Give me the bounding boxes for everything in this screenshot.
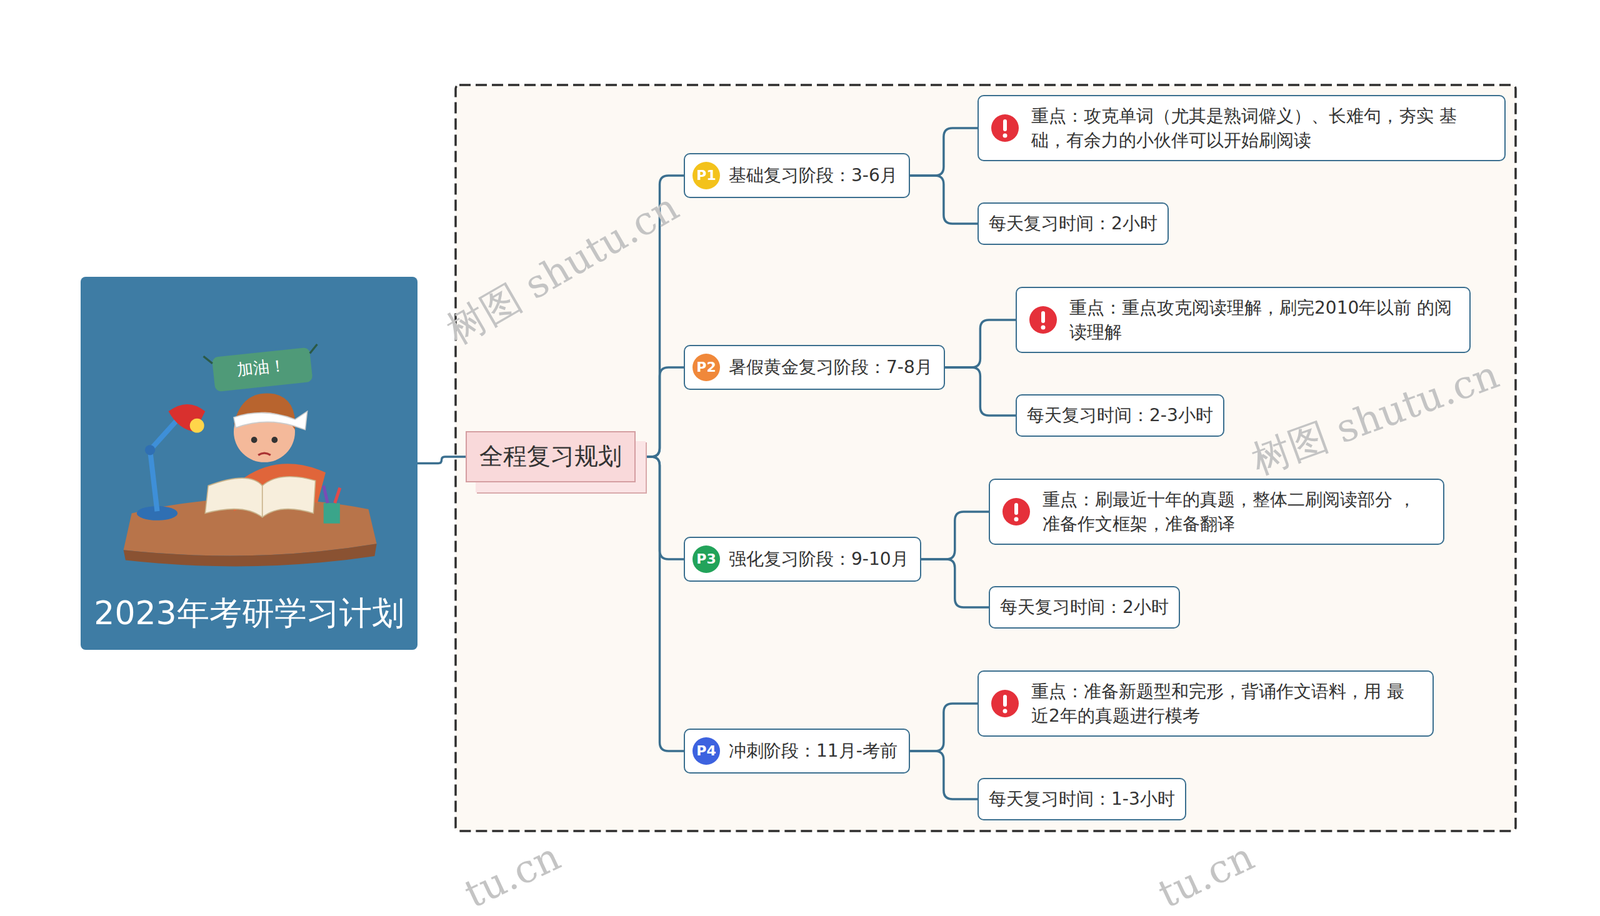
branch-connector bbox=[910, 751, 978, 800]
time-text: 每天复习时间：1-3小时 bbox=[988, 788, 1175, 810]
focus-box: 重点：攻克单词（尤其是熟词僻义）、长难句，夯实 基础，有余力的小伙伴可以开始刷阅… bbox=[977, 95, 1506, 162]
branch-connector bbox=[945, 367, 1016, 416]
time-text: 每天复习时间：2小时 bbox=[988, 213, 1158, 234]
watermark: 树图 shutu.cn bbox=[436, 181, 688, 357]
topic-box: 全程复习规划 bbox=[465, 431, 636, 482]
phase-box: P2 暑假黄金复习阶段：7-8月 bbox=[683, 345, 945, 390]
priority-badge: P2 bbox=[692, 353, 720, 382]
alert-icon bbox=[990, 688, 1020, 719]
branch-connector bbox=[921, 559, 989, 608]
phase-text: 暑假黄金复习阶段：7-8月 bbox=[728, 355, 933, 380]
phase-box: P3 强化复习阶段：9-10月 bbox=[683, 536, 922, 582]
phase-text: 强化复习阶段：9-10月 bbox=[728, 546, 909, 572]
root-panel: 2023年考研学习计划 加油！ bbox=[80, 276, 418, 650]
alert-icon bbox=[1028, 305, 1059, 335]
priority-badge: P4 bbox=[692, 737, 720, 765]
focus-text: 重点：准备新题型和完形，背诵作文语料，用 最近2年的真题进行模考 bbox=[1031, 679, 1419, 729]
alert-icon bbox=[1001, 496, 1032, 527]
watermark: 树图 shutu.cn bbox=[1244, 348, 1506, 487]
focus-text: 重点：刷最近十年的真题，整体二刷阅读部分 ，准备作文框架，准备翻译 bbox=[1042, 487, 1430, 537]
phase-box: P4 冲刺阶段：11月-考前 bbox=[683, 728, 910, 774]
focus-text: 重点：重点攻克阅读理解，刷完2010年以前 的阅读理解 bbox=[1069, 295, 1456, 345]
phase-box: P1 基础复习阶段：3-6月 bbox=[683, 153, 910, 199]
branch-connector bbox=[910, 703, 978, 752]
focus-box: 重点：重点攻克阅读理解，刷完2010年以前 的阅读理解 bbox=[1015, 286, 1471, 354]
dashed-region bbox=[455, 85, 1516, 832]
watermark: tu.cn bbox=[457, 833, 567, 916]
time-text: 每天复习时间：2小时 bbox=[1000, 596, 1169, 618]
branch-connector bbox=[417, 456, 466, 464]
time-box: 每天复习时间：1-3小时 bbox=[977, 778, 1187, 820]
watermark: tu.cn bbox=[1151, 833, 1261, 916]
alert-icon bbox=[990, 113, 1020, 144]
topic-text: 全程复习规划 bbox=[479, 442, 622, 470]
root-title: 2023年考研学习计划 bbox=[80, 593, 418, 633]
sign-text: 加油！ bbox=[236, 354, 287, 382]
branch-connector bbox=[910, 175, 978, 224]
branch-connector bbox=[921, 511, 989, 560]
focus-text: 重点：攻克单词（尤其是熟词僻义）、长难句，夯实 基础，有余力的小伙伴可以开始刷阅… bbox=[1031, 103, 1491, 153]
priority-badge: P3 bbox=[692, 545, 720, 574]
phase-text: 基础复习阶段：3-6月 bbox=[728, 163, 898, 188]
priority-badge: P1 bbox=[692, 161, 720, 190]
time-box: 每天复习时间：2-3小时 bbox=[1015, 394, 1225, 437]
branch-connector bbox=[635, 367, 684, 457]
branch-connector bbox=[635, 456, 684, 752]
student-illustration bbox=[80, 276, 418, 650]
time-text: 每天复习时间：2-3小时 bbox=[1026, 405, 1214, 426]
branch-connector bbox=[945, 320, 1016, 368]
focus-box: 重点：刷最近十年的真题，整体二刷阅读部分 ，准备作文框架，准备翻译 bbox=[988, 478, 1445, 545]
branch-connector bbox=[910, 128, 978, 176]
focus-box: 重点：准备新题型和完形，背诵作文语料，用 最近2年的真题进行模考 bbox=[977, 670, 1434, 737]
time-box: 每天复习时间：2小时 bbox=[988, 586, 1180, 629]
time-box: 每天复习时间：2小时 bbox=[977, 202, 1169, 245]
phase-text: 冲刺阶段：11月-考前 bbox=[728, 738, 898, 764]
